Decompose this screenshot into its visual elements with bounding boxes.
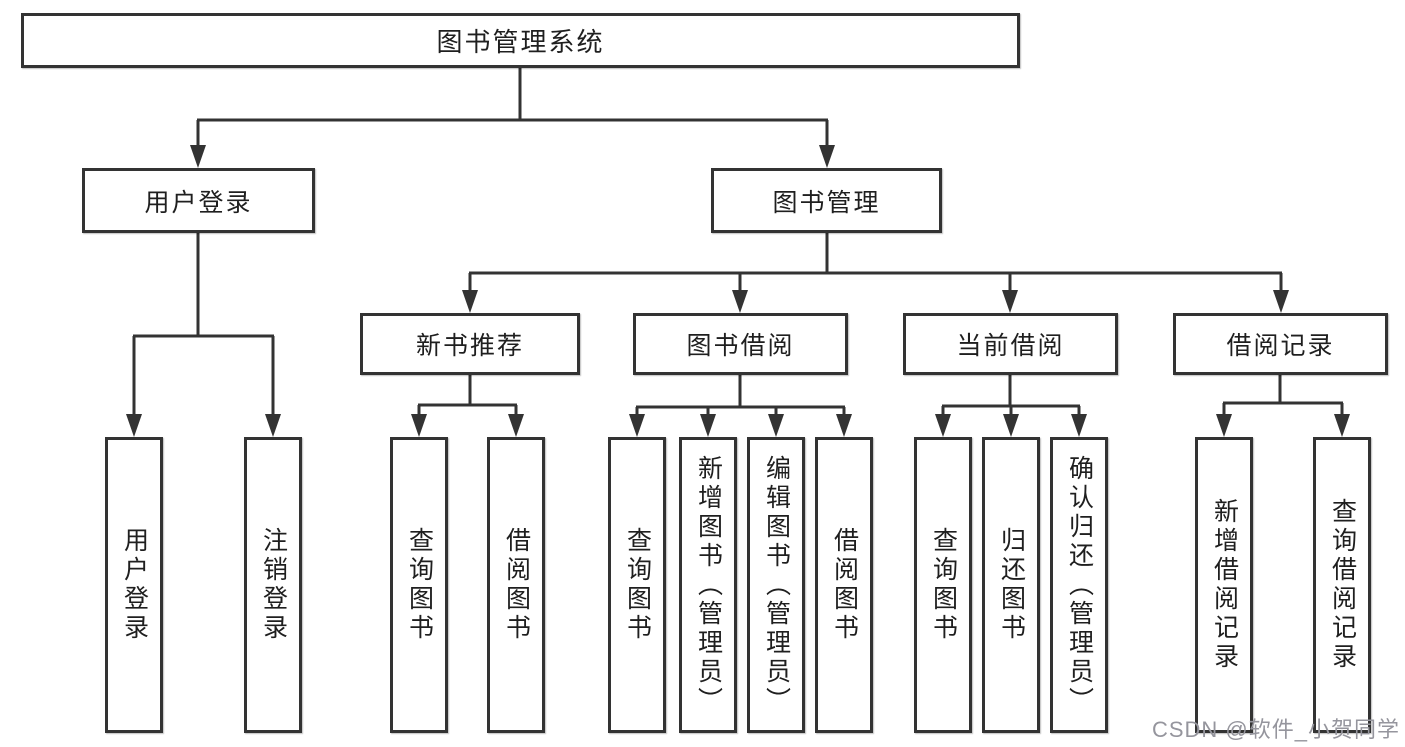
node-leaf-query-books-borrowing: 查询图书 <box>608 437 666 733</box>
node-leaf-confirm-return-admin: 确认归还（管理员） <box>1050 437 1108 733</box>
node-leaf-add-books-admin: 新增图书（管理员） <box>679 437 737 733</box>
node-leaf-logout: 注销登录 <box>244 437 302 733</box>
node-user-login-branch: 用户登录 <box>82 168 315 233</box>
node-leaf-query-borrow-record: 查询借阅记录 <box>1313 437 1371 733</box>
node-leaf-borrow-books-borrowing: 借阅图书 <box>815 437 873 733</box>
node-borrowing-records: 借阅记录 <box>1173 313 1388 375</box>
node-leaf-borrow-books-recommend: 借阅图书 <box>487 437 545 733</box>
node-current-borrowing: 当前借阅 <box>903 313 1118 375</box>
node-book-borrowing: 图书借阅 <box>633 313 848 375</box>
node-leaf-user-login: 用户登录 <box>105 437 163 733</box>
node-root-system: 图书管理系统 <box>21 13 1020 68</box>
csdn-watermark: CSDN @软件_小贺同学 <box>1151 717 1400 742</box>
node-leaf-query-books-recommend: 查询图书 <box>390 437 448 733</box>
node-leaf-return-books: 归还图书 <box>982 437 1040 733</box>
node-leaf-edit-books-admin: 编辑图书（管理员） <box>747 437 805 733</box>
node-new-book-recommend: 新书推荐 <box>360 313 580 375</box>
node-book-management-branch: 图书管理 <box>711 168 942 233</box>
node-leaf-query-books-current: 查询图书 <box>914 437 972 733</box>
node-leaf-add-borrow-record: 新增借阅记录 <box>1195 437 1253 733</box>
